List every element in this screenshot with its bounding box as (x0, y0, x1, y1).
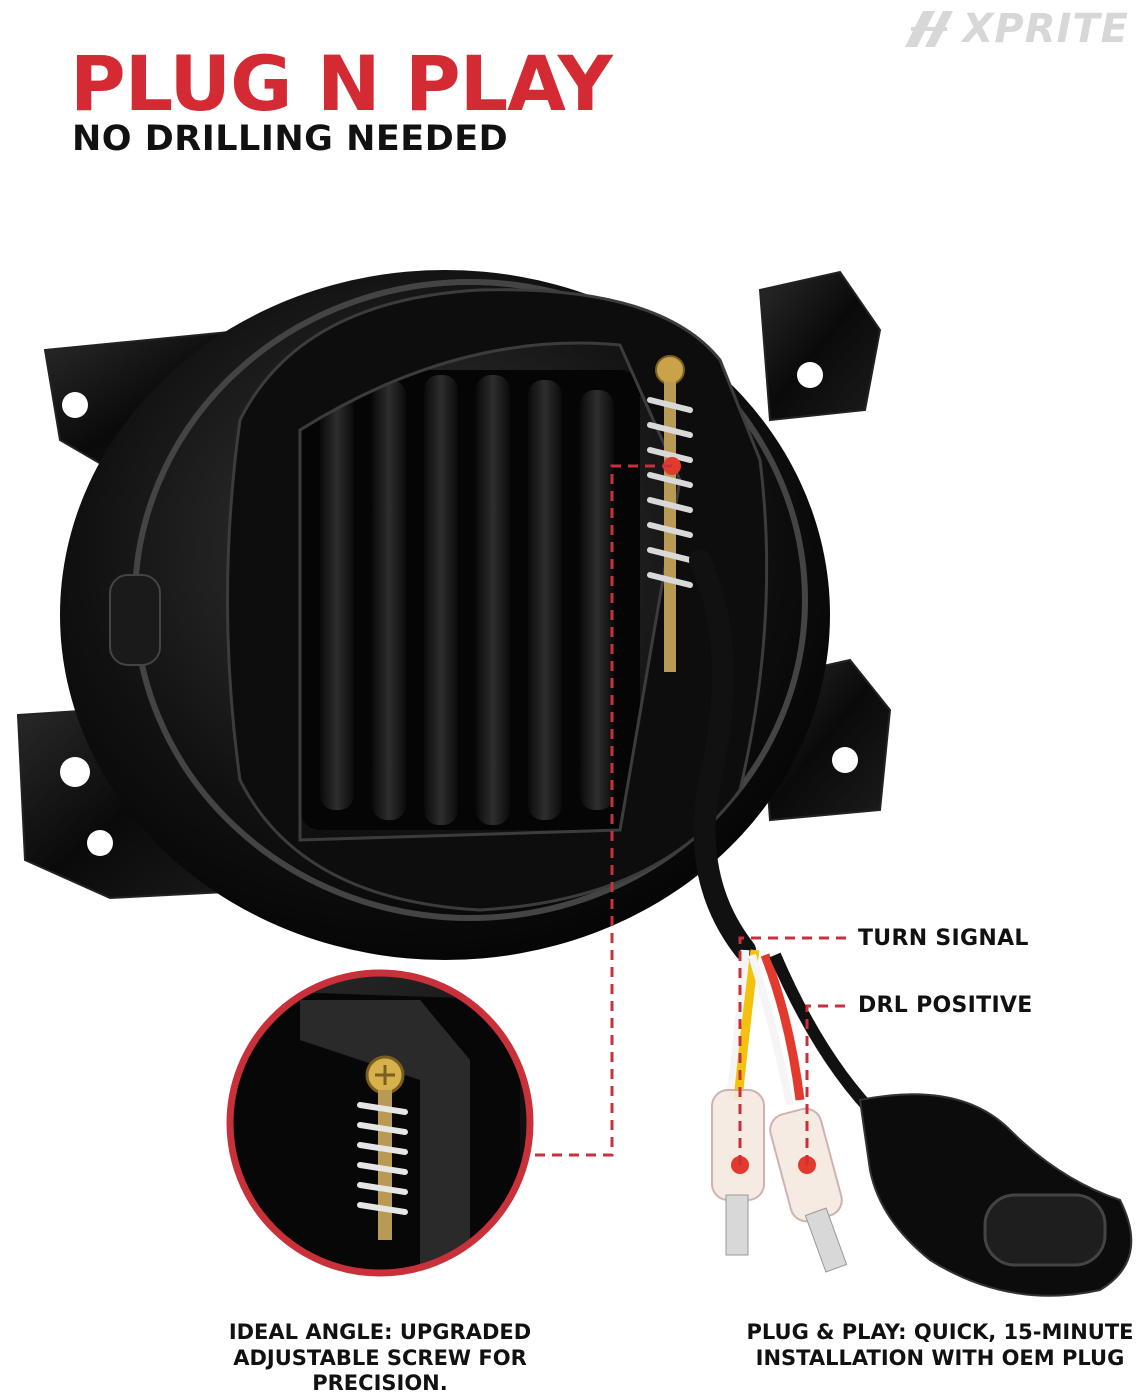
caption-line: INSTALLATION WITH OEM PLUG (755, 1345, 1125, 1370)
brand-name: XPRITE (962, 6, 1129, 52)
heatsink-fins (300, 370, 640, 830)
turn-signal-label: TURN SIGNAL (858, 926, 1029, 951)
adjustment-screw (647, 355, 693, 672)
mount-hole (62, 392, 88, 418)
caption-line: PLUG & PLAY: QUICK, 15-MINUTE (746, 1320, 1134, 1344)
grommet (109, 574, 161, 666)
xprite-logo-icon (904, 11, 953, 47)
caption-plug-and-play: PLUG & PLAY: QUICK, 15-MINUTE INSTALLATI… (740, 1320, 1140, 1371)
screw-closeup-inset (226, 969, 534, 1277)
mount-hole (87, 830, 113, 856)
drl-positive-label: DRL POSITIVE (858, 993, 1033, 1018)
caption-line: ADJUSTABLE SCREW FOR PRECISION. (233, 1345, 527, 1396)
callout-leaders (520, 464, 850, 1165)
page-subtitle: NO DRILLING NEEDED (72, 119, 509, 159)
caption-adjustable-screw: IDEAL ANGLE: UPGRADED ADJUSTABLE SCREW F… (170, 1320, 590, 1397)
mount-hole (832, 747, 858, 773)
caption-line: IDEAL ANGLE: UPGRADED (228, 1320, 532, 1344)
bezel-ring (226, 288, 769, 912)
brand-logo: XPRITE (901, 6, 1129, 52)
mount-hole (60, 757, 90, 787)
oem-plug (858, 1093, 1133, 1297)
mount-hole (797, 362, 823, 388)
spade-connectors (711, 1089, 848, 1273)
page-title: PLUG N PLAY (70, 39, 613, 128)
